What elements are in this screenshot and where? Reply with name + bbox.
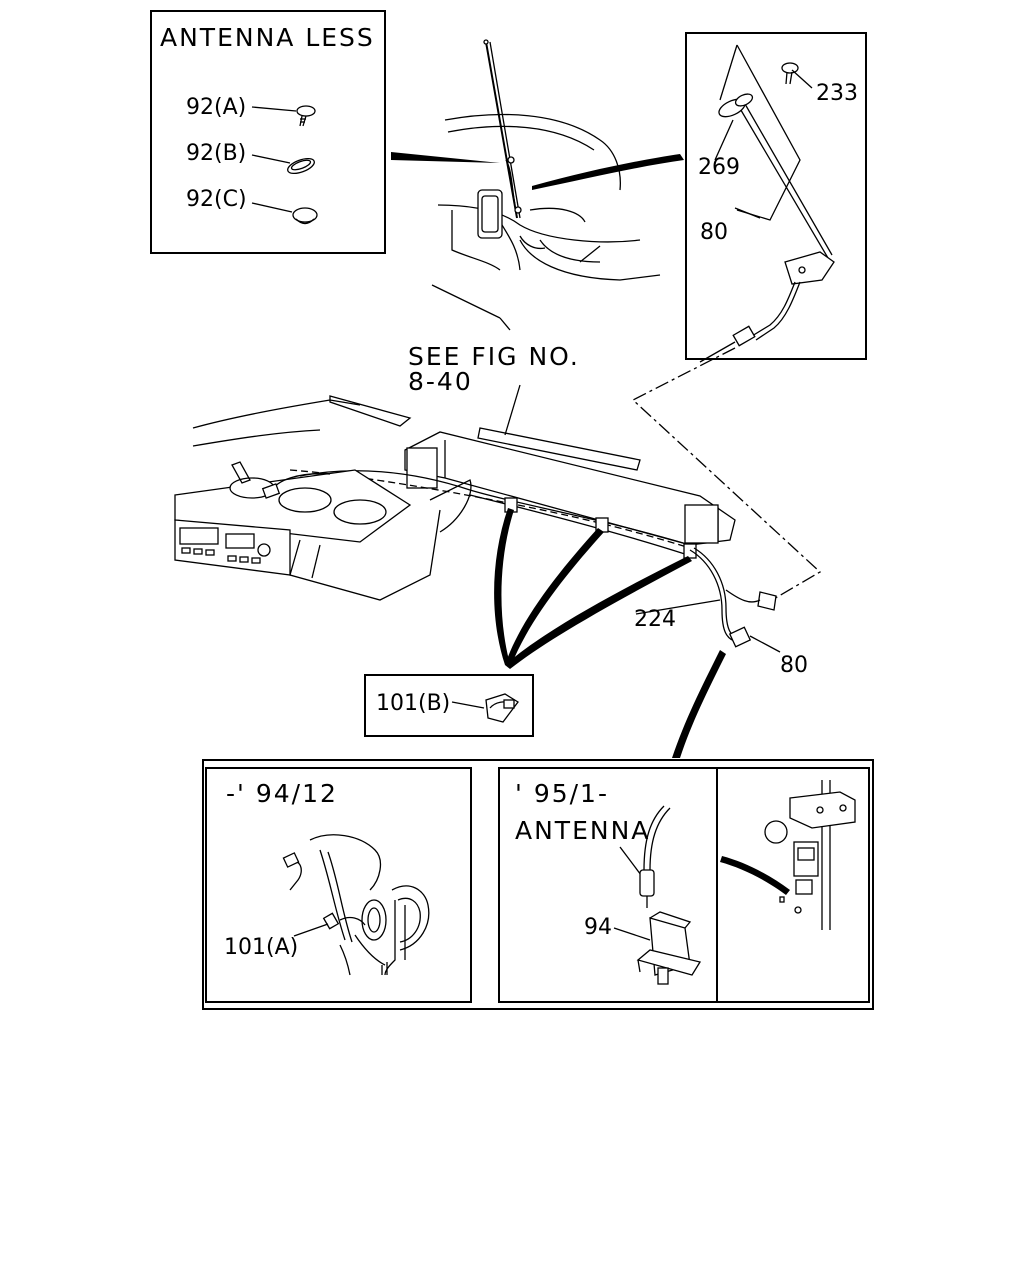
- antenna-label: ANTENNA: [515, 816, 650, 845]
- mounting-hole: [764, 820, 788, 844]
- cup-holder-1: [278, 487, 332, 513]
- late-model-panel: ' 95/1- ANTENNA 94: [498, 767, 718, 1003]
- bottom-detail-frame: [202, 759, 874, 1010]
- leader-antenna: [619, 846, 642, 876]
- left-end-bracket: [406, 447, 438, 489]
- part-224-label: 224: [634, 607, 676, 632]
- early-model-wiring-sketch: [282, 834, 430, 976]
- harness-clip-3: [683, 543, 697, 559]
- mounting-location-box: [716, 767, 870, 1003]
- side-mirror: [477, 189, 503, 239]
- radio-head-unit: [174, 519, 291, 576]
- early-model-panel: -' 94/12 101(A): [205, 767, 472, 1003]
- screw-92a-icon: [296, 105, 316, 127]
- antenna-less-panel: ANTENNA LESS 92(A) 92(B) 92(C): [150, 10, 386, 254]
- part-92a-label: 92(A): [186, 95, 246, 120]
- cap-92b-icon: [287, 157, 315, 175]
- antenna-mount-bracket: [784, 251, 835, 285]
- early-model-coil: [361, 899, 387, 941]
- part-92c-label: 92(C): [186, 187, 247, 212]
- antenna-base-detail-panel: 233 269 80: [685, 32, 867, 363]
- grommet-269-icon: [718, 93, 754, 118]
- antenna-mast: [485, 41, 518, 219]
- late-model-antenna-cable: [643, 805, 665, 871]
- cup-holder-2: [333, 499, 387, 525]
- leader-94: [613, 927, 651, 941]
- part-80-mid-label: 80: [780, 653, 808, 678]
- radio-knob-icon: [257, 543, 271, 557]
- late-model-range-label: ' 95/1-: [515, 779, 609, 808]
- leader-80-mid: [749, 635, 781, 653]
- part-94-label: 94: [584, 915, 612, 940]
- clip-101b-panel: 101(B): [364, 674, 534, 737]
- dashboard-assembly: [174, 395, 777, 648]
- mounting-location-panel: [716, 767, 870, 1003]
- screw-233-icon: [781, 62, 799, 85]
- early-model-box: [205, 767, 472, 1003]
- extension-connector: [757, 591, 777, 611]
- see-fig-label: SEE FIG NO.: [408, 342, 580, 371]
- arrow-detail-to-car: [532, 154, 684, 190]
- antenna-base-detail-box: [685, 32, 867, 360]
- plug-92c-icon: [292, 207, 318, 225]
- part-92b-label: 92(B): [186, 141, 246, 166]
- holder-94-icon: [636, 911, 702, 985]
- part-101b-label: 101(B): [376, 691, 450, 716]
- part-269-label: 269: [698, 155, 740, 180]
- leader-92b: [251, 154, 291, 164]
- leader-101a: [293, 923, 329, 937]
- leader-dashdot-antenna: [631, 347, 822, 601]
- antenna-less-title: ANTENNA LESS: [160, 23, 375, 52]
- leader-101b: [451, 701, 485, 709]
- antenna-less-box: [150, 10, 386, 254]
- part-233-label: 233: [816, 81, 858, 106]
- arrow-antenna-less-to-car: [391, 152, 500, 163]
- right-end-bracket: [684, 504, 719, 544]
- clip-101b-icon: [485, 693, 519, 723]
- late-model-antenna-plug: [639, 869, 655, 897]
- fender-antenna-view: [431, 39, 661, 331]
- part-101a-label: 101(A): [224, 935, 298, 960]
- clip-101b-box: [364, 674, 534, 737]
- arrow-mounting-location: [720, 856, 790, 895]
- leader-92c: [251, 202, 293, 213]
- leader-see-fig: [504, 384, 521, 436]
- arrows-to-clip-101b: [494, 508, 692, 669]
- see-fig-number-label: 8-40: [408, 367, 473, 396]
- radio-antenna-plug: [261, 483, 281, 499]
- early-model-range-label: -' 94/12: [226, 779, 338, 808]
- arrow-to-bottom-panel: [672, 650, 726, 758]
- part-80-top-label: 80: [700, 220, 728, 245]
- leader-92a: [251, 106, 297, 112]
- leader-224: [635, 599, 721, 615]
